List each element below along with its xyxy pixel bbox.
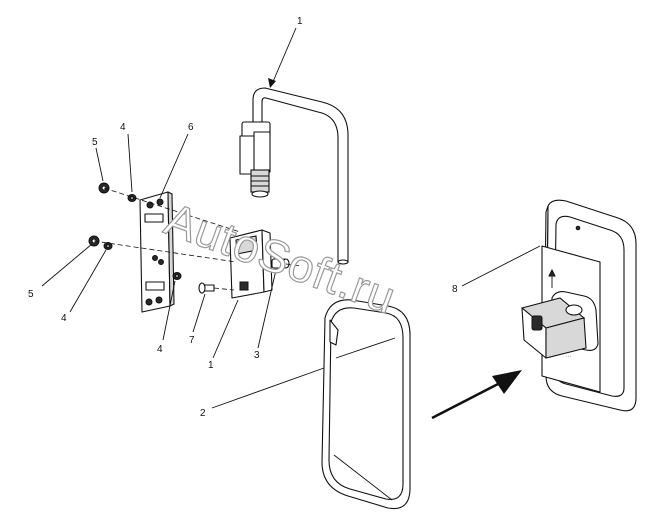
- callout-labels: 1 4 6 5 5 4 4 7 1 3 2 8: [28, 16, 458, 419]
- assembly-axes: [93, 187, 303, 291]
- mounting-plate: [139, 191, 175, 313]
- washer-4-bottom: [172, 272, 182, 280]
- bolt-3: [271, 258, 290, 269]
- callout-4-top: 4: [120, 122, 126, 133]
- callout-5-top: 5: [92, 137, 98, 148]
- screw-7: [198, 282, 215, 294]
- mirror-label-marking: ···: [566, 354, 571, 360]
- mirror-arm-tube: [252, 87, 349, 265]
- callout-4-left: 4: [61, 313, 67, 324]
- callout-4-bottom: 4: [157, 344, 163, 355]
- callout-7: 7: [189, 335, 195, 346]
- callout-8: 8: [452, 284, 458, 295]
- callout-5-bottom: 5: [28, 289, 34, 300]
- leader-lines: [41, 27, 541, 409]
- watermark-text: AutoSoft.ru: [159, 193, 403, 324]
- assembled-mirror: ···: [520, 199, 637, 412]
- callout-1-bottom: 1: [208, 360, 214, 371]
- mirror-glass: [321, 299, 411, 510]
- callout-6: 6: [188, 122, 194, 133]
- arm-fitting: [239, 121, 271, 198]
- watermark: AutoSoft.ru: [158, 192, 404, 325]
- mirror-bracket: [229, 229, 273, 299]
- washer-4-left: [103, 242, 113, 250]
- direction-arrow: [431, 370, 522, 420]
- callout-1-top: 1: [297, 16, 303, 27]
- callout-3: 3: [254, 350, 260, 361]
- callout-2: 2: [200, 408, 206, 419]
